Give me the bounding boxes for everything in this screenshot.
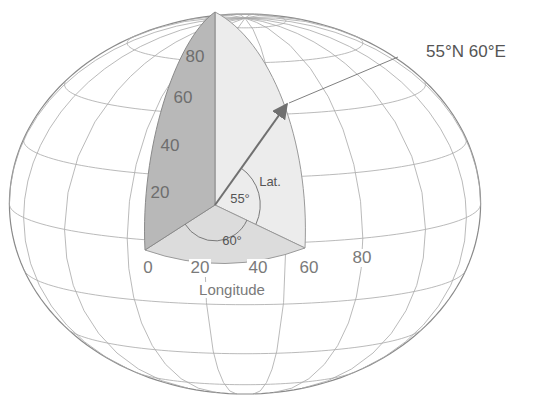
longitude-scale: 0 xyxy=(141,259,154,278)
leader-line xyxy=(289,57,398,103)
latitude-scale: 60 xyxy=(172,89,195,108)
latitude-scale: 80 xyxy=(184,48,207,67)
angle-label: Lat. xyxy=(257,175,283,189)
longitude-scale: 80 xyxy=(351,249,374,268)
latitude-scale: 20 xyxy=(149,184,172,203)
latitude-scale: 40 xyxy=(159,137,182,156)
angle-label: 60° xyxy=(220,234,244,248)
longitude-scale: 60 xyxy=(298,259,321,278)
axis-title: Longitude xyxy=(197,282,267,299)
longitude-scale: 40 xyxy=(247,259,270,278)
prime-meridian-plane xyxy=(145,12,215,250)
angle-label: 55° xyxy=(228,192,252,206)
coordinate-label: 55°N 60°E xyxy=(424,43,508,62)
position-arrow xyxy=(215,104,287,205)
longitude-scale: 20 xyxy=(189,259,212,278)
